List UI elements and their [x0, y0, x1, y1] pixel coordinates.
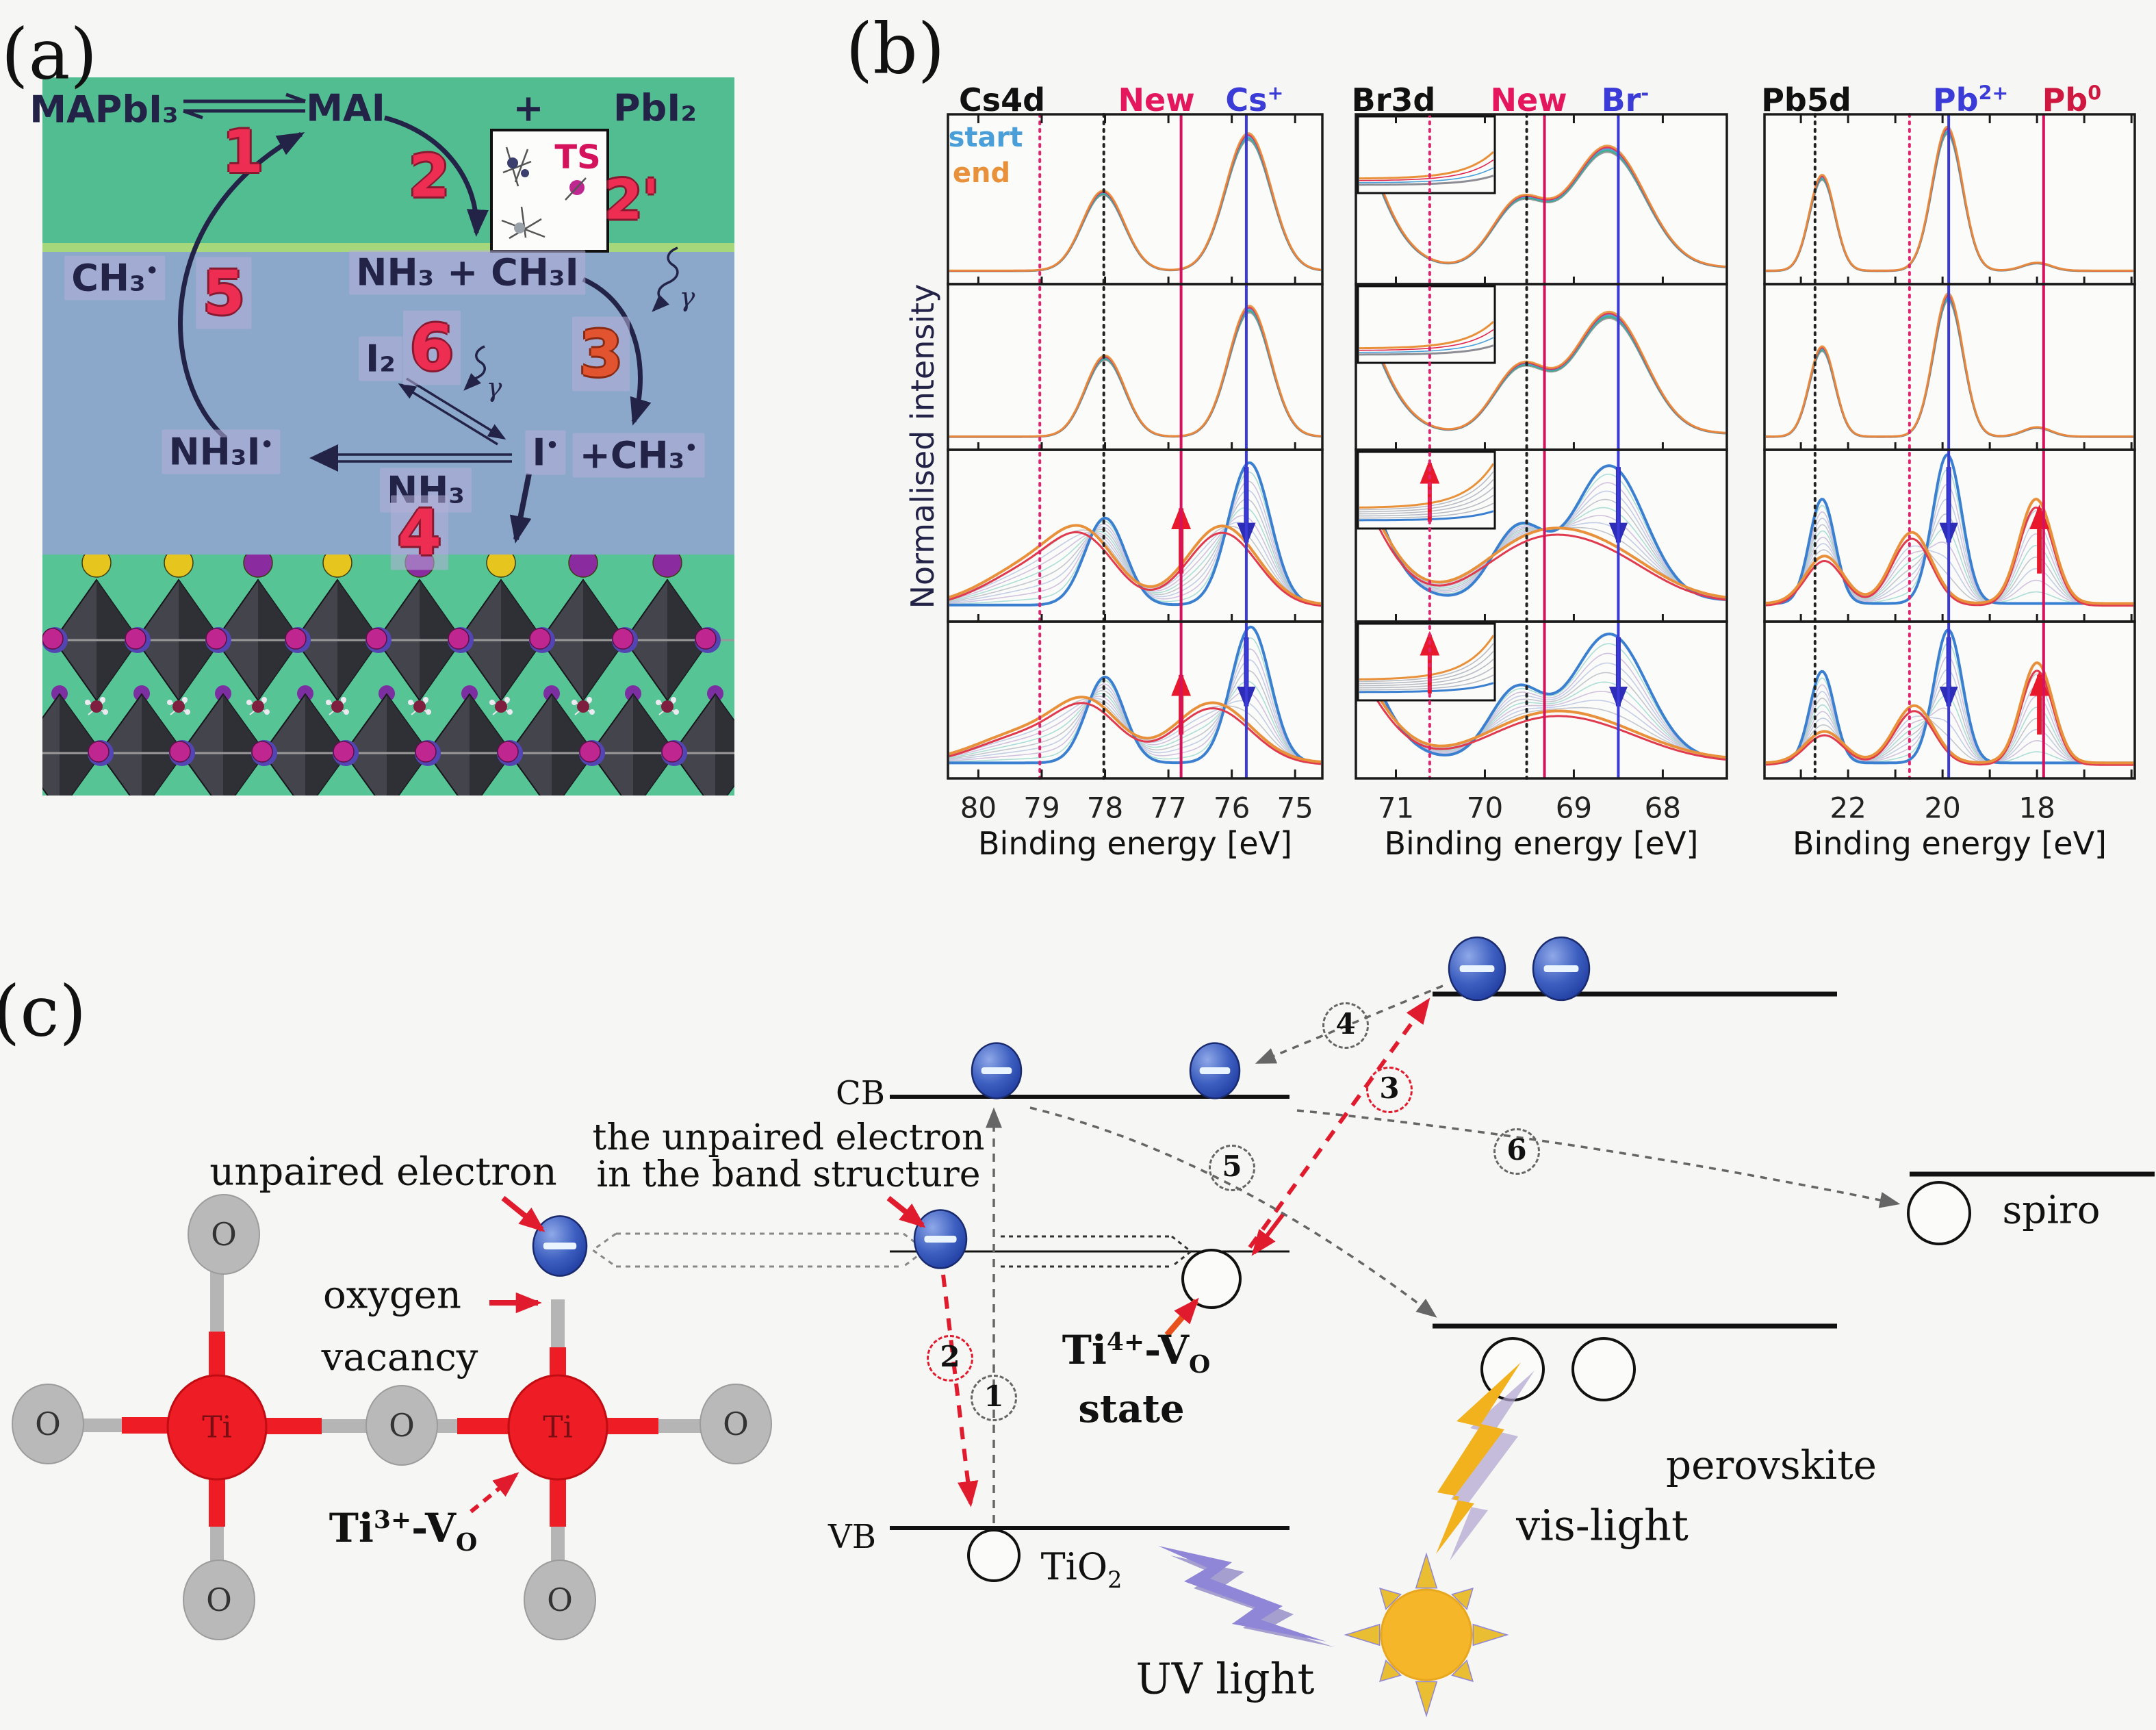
step-5: 5	[196, 257, 252, 329]
marker-label-New: New	[1490, 81, 1567, 118]
atom-ti-label: Ti	[543, 1410, 573, 1445]
atom-o-label: O	[211, 1216, 237, 1253]
panel-c-label: (c)	[0, 971, 87, 1053]
marker-label-Pb: Pb2+	[1932, 81, 2009, 118]
x-tick-Cs4d-76: 76	[1213, 791, 1250, 825]
atom-o-label: O	[547, 1581, 573, 1618]
species-ch3-radical: CH₃•	[64, 255, 166, 301]
x-tick-Br3d-68: 68	[1644, 791, 1682, 825]
step-1: 1	[222, 118, 264, 186]
i-text: I	[532, 431, 546, 474]
process-3-circle: 3	[1366, 1067, 1413, 1113]
process-6-circle: 6	[1493, 1128, 1540, 1175]
atom-o-label: O	[723, 1405, 749, 1442]
plus-sign: +	[513, 86, 544, 130]
species-nh3i-radical: NH₃I•	[162, 429, 281, 474]
label-ti3-vo: Ti3+-VO	[329, 1505, 478, 1557]
ts-label: TS	[554, 138, 601, 177]
label-state: state	[1078, 1386, 1185, 1432]
panel-a-label: (a)	[1, 14, 98, 96]
annotation-unpaired-electron: unpaired electron	[209, 1149, 557, 1195]
label-perovskite: perovskite	[1666, 1442, 1877, 1488]
radical-dot: •	[684, 436, 698, 461]
x-axis-label-Br3d: Binding energy [eV]	[1384, 825, 1699, 862]
x-tick-Br3d-69: 69	[1555, 791, 1593, 825]
x-tick-Cs4d-80: 80	[960, 791, 997, 825]
label-ti4-vo: Ti4+-VO	[1062, 1327, 1211, 1379]
annotation-oxygen: oxygen	[323, 1273, 461, 1318]
nh3i-text: NH₃I	[168, 430, 261, 474]
x-tick-Cs4d-78: 78	[1086, 791, 1124, 825]
gamma-photon-1: γ	[679, 282, 695, 312]
panel-b-label: (b)	[845, 8, 945, 90]
spectra-column-Cs4d	[947, 113, 1324, 780]
species-pbi2: PbI₂	[613, 86, 697, 130]
step-3: 3	[572, 316, 630, 392]
label-tio2: TiO2	[1040, 1545, 1122, 1593]
column-title-Br3d: Br3d	[1351, 81, 1436, 118]
legend-start: start	[948, 122, 1023, 153]
label-cb: CB	[836, 1074, 885, 1112]
step-2prime: 2'	[604, 168, 660, 232]
annotation-band-line2: in the band structure	[596, 1154, 981, 1195]
ch3-text: CH₃	[71, 256, 146, 300]
species-plus-ch3-radical: +CH₃•	[572, 433, 705, 478]
x-tick-Cs4d-77: 77	[1150, 791, 1187, 825]
label-vb: VB	[828, 1518, 876, 1556]
species-nh3-ch3i: NH₃ + CH₃I	[349, 250, 586, 295]
x-axis-label-Pb5d: Binding energy [eV]	[1792, 825, 2107, 862]
column-title-Pb5d: Pb5d	[1761, 81, 1851, 118]
annotation-band-line1: the unpaired electron	[592, 1117, 985, 1158]
y-axis-label: Normalised intensity	[904, 283, 941, 609]
species-mapbi3: MAPbI₃	[29, 88, 179, 131]
annotation-vacancy: vacancy	[321, 1335, 478, 1380]
atom-ti-label: Ti	[202, 1410, 232, 1445]
x-tick-Br3d-71: 71	[1377, 791, 1415, 825]
marker-label-New: New	[1118, 81, 1195, 118]
radical-dot: •	[546, 433, 559, 458]
species-nh3: NH₃	[379, 468, 472, 513]
process-2-circle: 2	[927, 1335, 973, 1382]
species-i-radical: I•	[525, 430, 566, 475]
marker-label-Br: Br-	[1601, 81, 1650, 118]
legend-end: end	[952, 157, 1011, 189]
radical-dot: •	[145, 259, 159, 283]
x-tick-Pb5d-22: 22	[1830, 791, 1866, 825]
panel-c-diagram	[12, 936, 2155, 1718]
label-vis-light: vis-light	[1516, 1500, 1689, 1551]
process-4-circle: 4	[1322, 1002, 1369, 1049]
atom-o-label: O	[206, 1581, 232, 1618]
panel-a-diagram	[42, 77, 734, 796]
column-title-Cs4d: Cs4d	[958, 81, 1046, 118]
x-axis-label-Cs4d: Binding energy [eV]	[977, 825, 1293, 862]
spectra-column-Pb5d	[1763, 113, 2136, 780]
process-5-circle: 5	[1209, 1145, 1255, 1191]
x-tick-Br3d-70: 70	[1466, 791, 1504, 825]
x-tick-Cs4d-75: 75	[1276, 791, 1313, 825]
step-4: 4	[390, 495, 449, 570]
perovskite-crystal	[42, 555, 734, 796]
species-mai: MAI	[306, 86, 385, 130]
gamma-photon-2: γ	[486, 372, 502, 403]
marker-label-Cs: Cs+	[1225, 81, 1284, 118]
atom-o-label: O	[35, 1405, 61, 1442]
radical-dot: •	[260, 433, 274, 457]
plus-ch3-text: +CH₃	[579, 433, 685, 477]
label-uv-light: UV light	[1135, 1653, 1315, 1704]
species-i2: I₂	[359, 336, 402, 381]
atom-o-label: O	[389, 1407, 415, 1444]
label-spiro: spiro	[2002, 1188, 2101, 1233]
step-2: 2	[409, 142, 450, 211]
marker-label-Pb: Pb0	[2042, 81, 2102, 118]
x-tick-Pb5d-20: 20	[1924, 791, 1961, 825]
step-6: 6	[402, 310, 461, 385]
spectra-column-Br3d	[1355, 113, 1728, 780]
process-1-circle: 1	[971, 1375, 1017, 1421]
x-tick-Pb5d-18: 18	[2018, 791, 2055, 825]
x-tick-Cs4d-79: 79	[1023, 791, 1060, 825]
